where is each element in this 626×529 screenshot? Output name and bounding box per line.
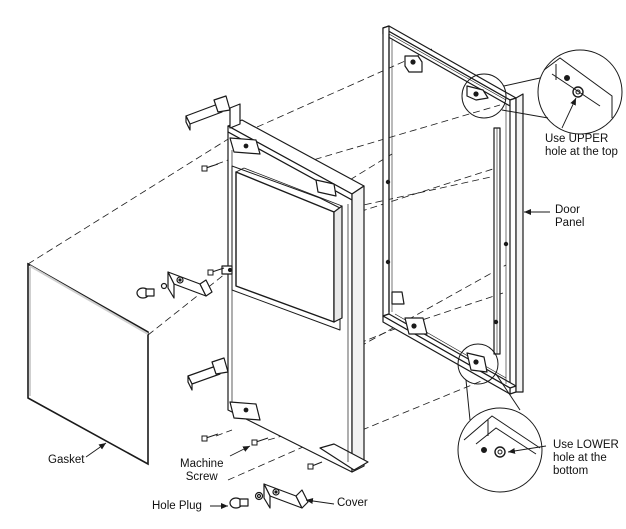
door-liner (221, 119, 369, 473)
gasket (27, 262, 149, 466)
machine-screw-leader (229, 445, 251, 457)
machine-screw-label: Machine Screw (180, 458, 224, 483)
label-leaders (85, 97, 577, 509)
cover-leader (305, 498, 335, 505)
gasket-leader (85, 442, 107, 458)
hinge-brackets (185, 95, 241, 391)
door-panel-label: Door Panel (555, 204, 585, 229)
machine-screws (201, 163, 323, 470)
lower-hole-leader (507, 445, 547, 454)
gasket-label: Gasket (48, 454, 85, 466)
lower-cover-assembly (229, 483, 309, 509)
upper-hole-leader (561, 97, 577, 129)
lower-detail-callout (457, 343, 543, 493)
cover-label: Cover (337, 497, 368, 509)
upper-detail-callout (461, 49, 623, 135)
lower-hole-label: Use LOWER hole at the bottom (553, 439, 619, 477)
door-panel-frame (382, 25, 524, 395)
hole-plug-label: Hole Plug (152, 500, 202, 512)
upper-cover-assembly (136, 271, 213, 299)
upper-hole-label: Use UPPER hole at the top (545, 133, 618, 158)
